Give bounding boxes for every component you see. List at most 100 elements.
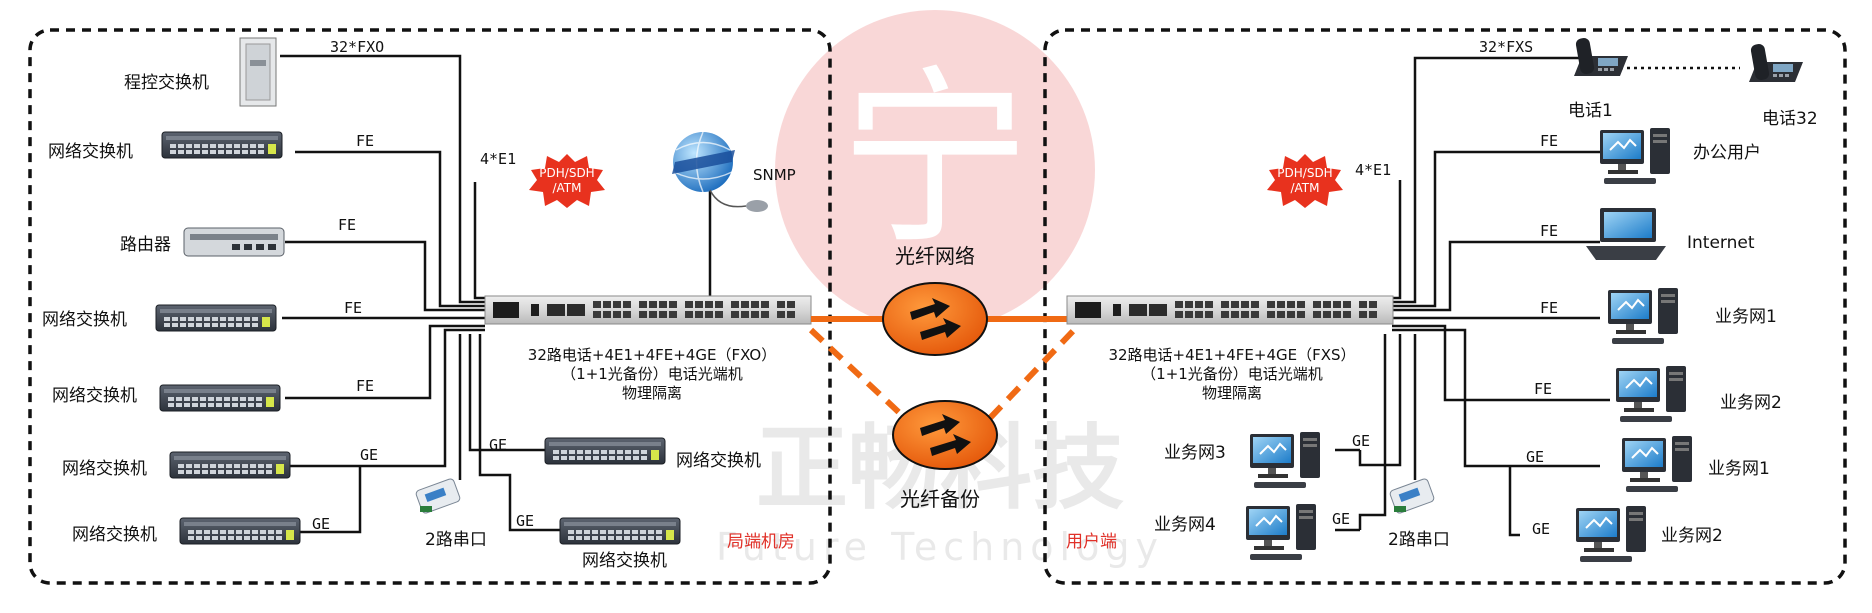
snmp-globe-icon [672,131,768,212]
biz-pc-icon [1607,287,1679,345]
office-pc-icon [1599,127,1671,185]
burst-line2: /ATM [552,181,581,195]
link-biz4 [1358,334,1387,530]
link-sw5 [290,466,362,534]
snmp-label: SNMP [753,166,796,184]
link-biz1b [1392,328,1600,468]
fxo-caption-line1: 32路电话+4E1+4FE+4GE（FXO） [528,346,776,364]
biz2b-link-label: GE [1532,520,1550,538]
biz1b-label: 业务网1 [1708,459,1770,479]
router-icon [183,227,285,257]
phone32-label: 电话32 [1762,109,1818,129]
biz3-link-label: GE [1352,432,1370,450]
router-link-label: FE [338,216,356,234]
link-office [1392,150,1620,308]
switch-label: 网络交换机 [676,451,761,471]
switch-icon [161,131,283,159]
biz1-link-label: FE [1540,299,1558,317]
phone-link-label: 32*FXS [1479,38,1533,56]
link-bottom-sw1 [468,334,545,452]
bottom-sw2-link-label: GE [516,512,534,530]
watermark-english: Future Technology [716,525,1164,569]
sw5-link-label: GE [312,515,330,533]
switch-icon [169,451,291,479]
fiber-primary-node [882,282,988,356]
link-router [285,240,485,312]
fiber-primary-label: 光纤网络 [895,244,975,268]
switch-label: 网络交换机 [62,459,147,479]
watermark-logo-char: 宁 [840,49,1030,270]
link-e1 [473,182,485,300]
office-label: 办公用户 [1693,143,1761,163]
link-phones [1392,56,1580,304]
right-site-border [1043,28,1847,585]
biz-pc-icon [1575,505,1647,563]
phone1-label: 电话1 [1568,101,1613,121]
office-link-label: FE [1540,132,1558,150]
switch-icon [544,437,666,465]
fxo-caption-line2: （1+1光备份）电话光端机 [561,365,743,383]
biz2b-label: 业务网2 [1661,526,1723,546]
watermark-logo-circle [775,10,1095,330]
link-internet [1392,240,1600,312]
sw4-link-label: GE [360,446,378,464]
biz1-label: 业务网1 [1715,307,1777,327]
switch-icon [559,517,681,545]
burst-line1: PDH/SDH [539,166,594,180]
fiber-backup-label: 光纤备份 [900,487,980,511]
internet-label: Internet [1687,233,1755,253]
bottom-sw1-link-label: GE [489,436,507,454]
biz2-label: 业务网2 [1720,393,1782,413]
serial-converter-icon [414,477,462,515]
serial-converter-icon [1388,477,1436,515]
burst-right-line2: /ATM [1290,181,1319,195]
biz4-link-label: GE [1332,510,1350,528]
pbx-label: 程控交换机 [124,73,209,93]
biz4-label: 业务网4 [1154,515,1216,535]
switch-label: 网络交换机 [72,525,157,545]
serial-label: 2路串口 [425,530,487,550]
link-biz3 [1358,334,1402,467]
region-label-user: 用户端 [1066,532,1117,552]
switch-icon [155,304,277,332]
phone-icon [1574,37,1628,76]
fxs-caption-line1: 32路电话+4E1+4FE+4GE（FXS） [1108,346,1355,364]
fxo-caption-line3: 物理隔离 [622,384,682,402]
fiber-backup-node [892,400,998,470]
left-site-border [28,28,832,585]
region-label-central: 局端机房 [727,532,795,552]
sw1-link-label: FE [356,132,374,150]
fxs-caption-line3: 物理隔离 [1202,384,1262,402]
link-bottom-sw2 [478,334,560,532]
burst-right-line1: PDH/SDH [1277,166,1332,180]
switch-label: 网络交换机 [52,386,137,406]
sw2-link-label: FE [344,299,362,317]
biz-pc-icon [1615,365,1687,423]
left-links [280,54,712,534]
e1-link-label: 4*E1 [480,150,516,168]
link-sw1 [295,150,485,308]
e1-link-label-right: 4*E1 [1355,161,1391,179]
link-pbx [280,54,485,304]
link-e1-right [1392,180,1402,300]
internet-link-label: FE [1540,222,1558,240]
link-biz2b [1508,466,1520,537]
sw3-link-label: FE [356,377,374,395]
link-sw3 [285,324,485,400]
pbx-cabinet [239,37,277,107]
optical-terminal-fxs [1066,295,1394,325]
switch-label: 网络交换机 [42,310,127,330]
biz3-label: 业务网3 [1164,443,1226,463]
fxs-caption-line2: （1+1光备份）电话光端机 [1141,365,1323,383]
biz4-pc-icon [1245,503,1317,561]
biz1b-link-label: GE [1526,448,1544,466]
pbx-link-label: 32*FXO [330,38,384,56]
phone-icon [1749,43,1803,82]
link-biz2 [1392,324,1610,402]
right-links [1335,56,1740,537]
biz-pc-icon [1621,435,1693,493]
switch-icon [179,517,301,545]
switch-label: 网络交换机 [48,142,133,162]
fiber-links [808,316,1077,421]
